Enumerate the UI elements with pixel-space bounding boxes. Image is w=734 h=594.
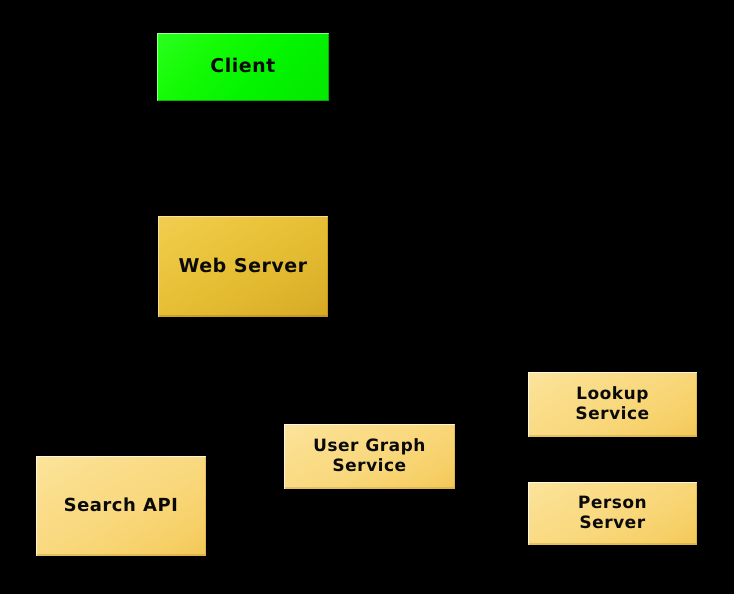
diagram-node-web-server[interactable]: Web Server bbox=[158, 216, 328, 317]
diagram-node-label: Lookup Service bbox=[575, 384, 650, 424]
diagram-node-user-graph-service[interactable]: User Graph Service bbox=[284, 424, 455, 489]
diagram-node-label: Client bbox=[210, 55, 276, 78]
diagram-node-label: Web Server bbox=[178, 254, 308, 277]
diagram-node-person-server[interactable]: Person Server bbox=[528, 482, 697, 545]
diagram-node-label: User Graph Service bbox=[313, 436, 426, 476]
diagram-node-client[interactable]: Client bbox=[157, 33, 329, 101]
diagram-node-search-api[interactable]: Search API bbox=[36, 456, 206, 556]
diagram-node-label: Search API bbox=[63, 494, 179, 516]
diagram-node-label: Person Server bbox=[577, 493, 648, 533]
diagram-node-lookup-service[interactable]: Lookup Service bbox=[528, 372, 697, 437]
